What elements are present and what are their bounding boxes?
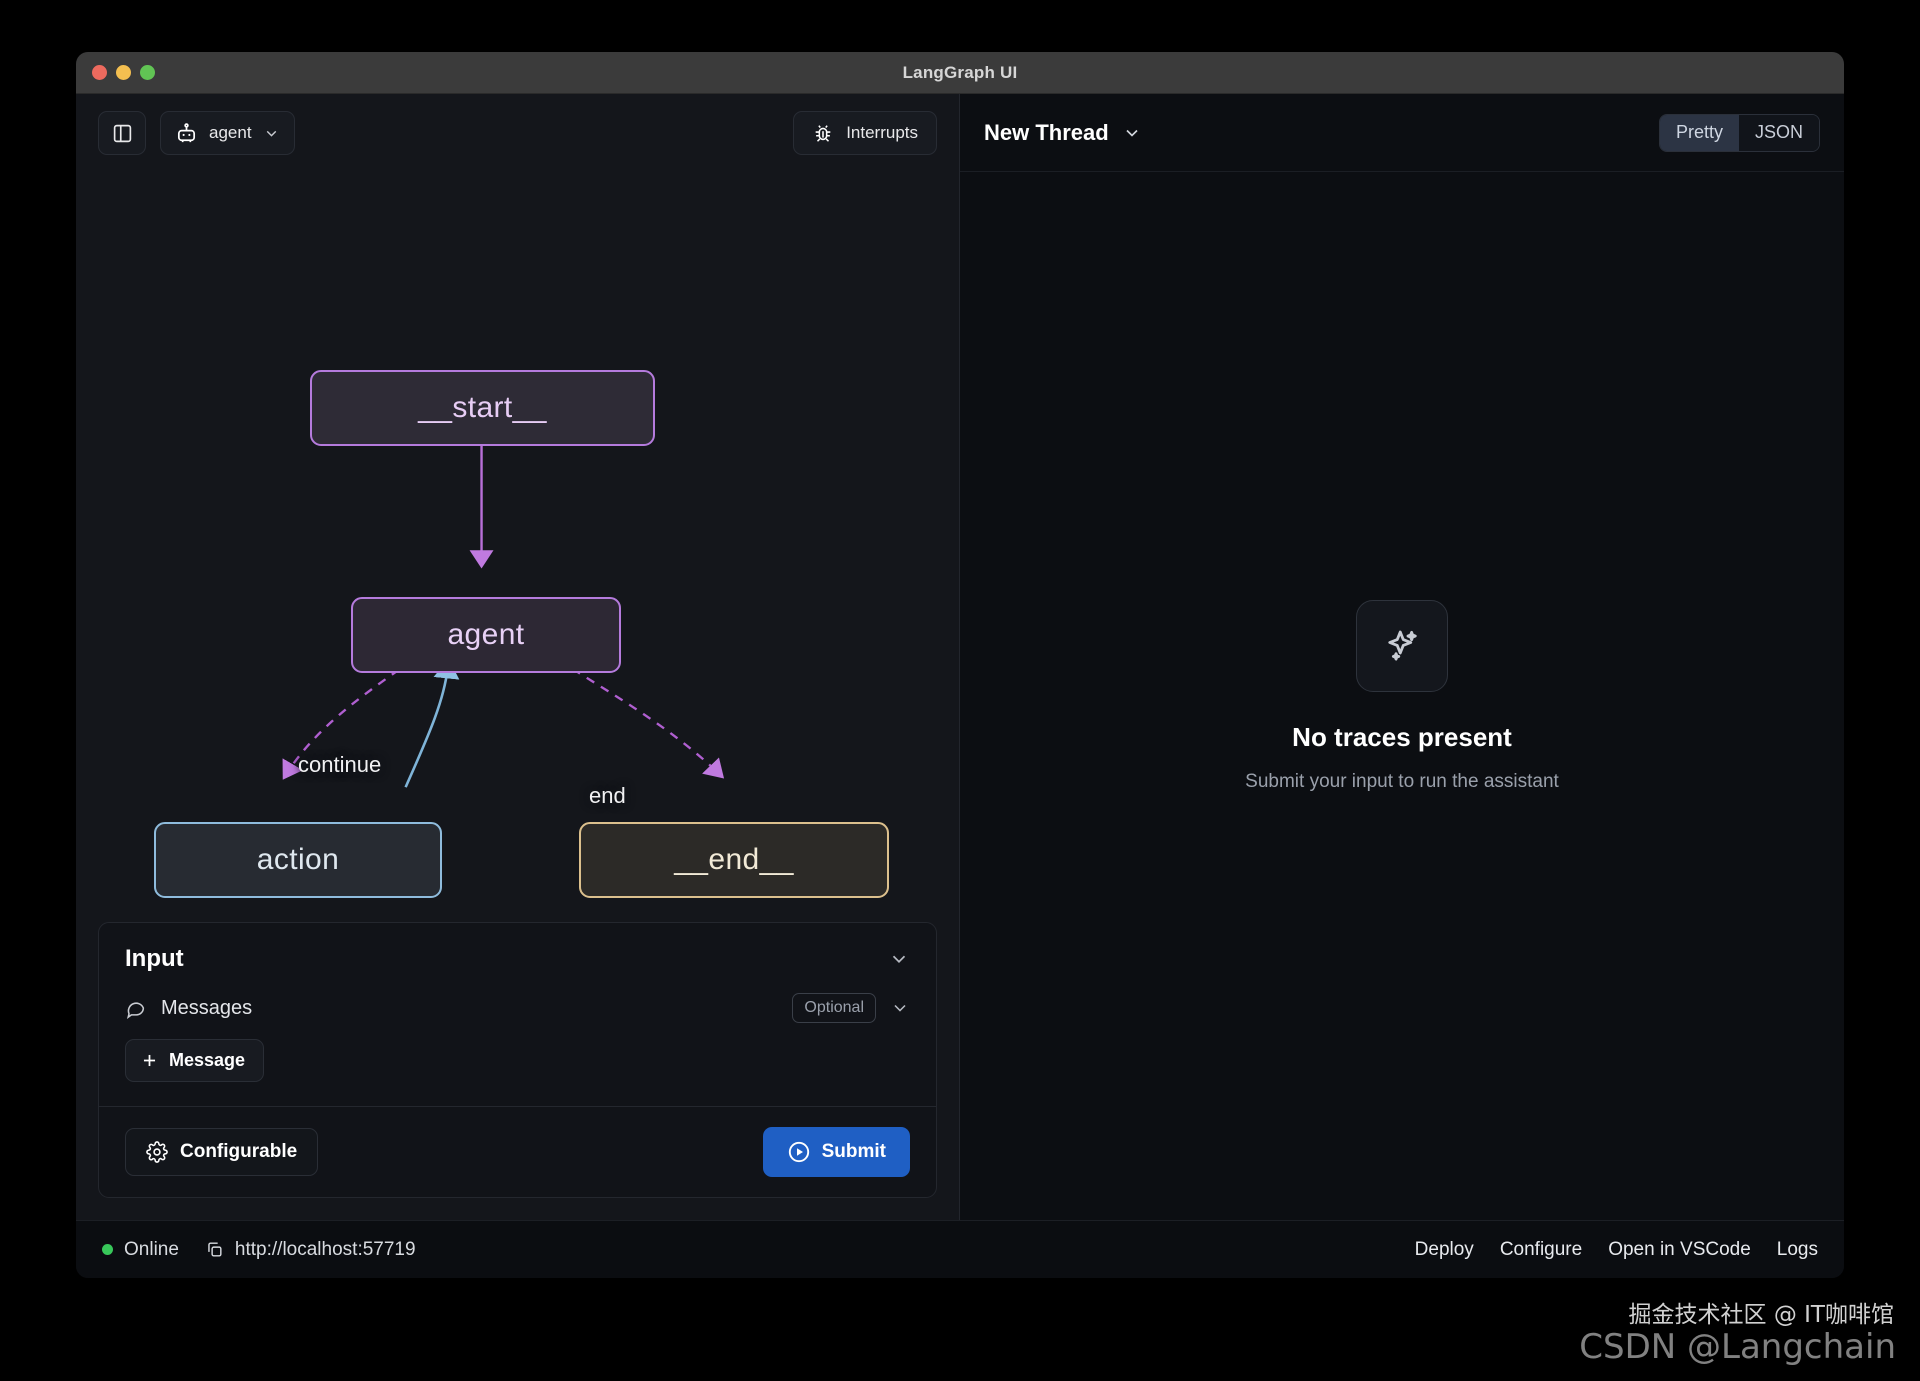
- open-in-vscode-link[interactable]: Open in VSCode: [1608, 1238, 1751, 1260]
- graph-node-label: action: [256, 843, 340, 876]
- messages-field-controls: Optional: [792, 993, 910, 1023]
- watermark-primary: 掘金技术社区 @ IT咖啡馆: [1628, 1302, 1894, 1328]
- graph-node-agent[interactable]: agent: [351, 597, 621, 673]
- logs-link[interactable]: Logs: [1776, 1238, 1818, 1260]
- optional-badge: Optional: [792, 993, 876, 1023]
- input-panel: Input Messages Optiona: [98, 922, 937, 1198]
- graph-toolbar: agent: [76, 94, 959, 172]
- empty-state-title: No traces present: [1292, 721, 1512, 752]
- chevron-down-icon: [263, 125, 280, 142]
- minimize-window-button[interactable]: [116, 65, 131, 80]
- bug-icon: [812, 122, 834, 144]
- input-panel-title: Input: [125, 945, 184, 972]
- add-message-label: Message: [169, 1050, 246, 1070]
- interrupts-label: Interrupts: [846, 123, 918, 142]
- copy-icon[interactable]: [205, 1240, 224, 1259]
- graph-node-label: __end__: [674, 843, 794, 876]
- graph-node-action[interactable]: action: [154, 822, 442, 898]
- status-bar: Online http://localhost:57719 Deploy Con…: [76, 1220, 1844, 1278]
- input-panel-header[interactable]: Input: [99, 923, 936, 987]
- submit-button[interactable]: Submit: [762, 1127, 910, 1177]
- message-bubble-icon: [125, 997, 147, 1019]
- add-message-wrap: Message: [99, 1027, 936, 1106]
- trace-pane: New Thread Pretty JSON: [960, 94, 1844, 1220]
- chevron-down-icon: [1122, 123, 1142, 143]
- configurable-button[interactable]: Configurable: [125, 1128, 319, 1176]
- watermark-secondary: CSDN @Langchain: [1579, 1327, 1896, 1367]
- sidebar-toggle-button[interactable]: [98, 111, 146, 155]
- graph-pane: agent: [76, 94, 960, 1220]
- server-status: Online: [102, 1239, 179, 1261]
- view-mode-json[interactable]: JSON: [1738, 114, 1819, 151]
- edge-label-end: end: [589, 783, 626, 808]
- graph-node-label: __start__: [418, 391, 547, 424]
- assistant-selector[interactable]: agent: [160, 111, 295, 155]
- sparkles-icon: [1381, 625, 1423, 667]
- maximize-window-button[interactable]: [140, 65, 155, 80]
- view-mode-toggle[interactable]: Pretty JSON: [1658, 113, 1820, 152]
- messages-field-label: Messages: [161, 996, 253, 1019]
- status-bar-links: Deploy Configure Open in VSCode Logs: [1415, 1239, 1818, 1261]
- assistant-label: agent: [209, 123, 252, 142]
- configure-link[interactable]: Configure: [1499, 1238, 1583, 1260]
- input-card-divider: [99, 1106, 936, 1107]
- graph-canvas[interactable]: __start__ agent action __end__ continue …: [76, 172, 959, 922]
- status-dot-online-icon: [102, 1244, 113, 1255]
- empty-state-subtitle: Submit your input to run the assistant: [1245, 770, 1559, 792]
- server-url[interactable]: http://localhost:57719: [205, 1239, 416, 1261]
- play-circle-icon: [787, 1140, 811, 1164]
- edge-label-continue: continue: [298, 752, 382, 777]
- trace-empty-state: No traces present Submit your input to r…: [960, 172, 1844, 1220]
- submit-label: Submit: [821, 1141, 886, 1162]
- configurable-label: Configurable: [180, 1141, 298, 1162]
- messages-field-row: Messages Optional: [99, 987, 936, 1027]
- chevron-down-icon[interactable]: [890, 998, 910, 1018]
- trace-pane-header: New Thread Pretty JSON: [960, 94, 1844, 172]
- plus-icon: [140, 1051, 159, 1070]
- gear-icon: [146, 1141, 168, 1163]
- panel-left-icon: [112, 123, 133, 144]
- window-title: LangGraph UI: [902, 62, 1018, 82]
- deploy-link[interactable]: Deploy: [1414, 1238, 1474, 1260]
- traffic-lights: [92, 65, 155, 80]
- server-status-label: Online: [124, 1238, 179, 1260]
- bot-icon: [175, 122, 198, 145]
- window-titlebar: LangGraph UI: [76, 52, 1844, 94]
- add-message-button[interactable]: Message: [125, 1039, 265, 1082]
- thread-label: New Thread: [984, 119, 1109, 145]
- graph-node-end[interactable]: __end__: [579, 822, 889, 898]
- thread-selector[interactable]: New Thread: [984, 120, 1142, 146]
- graph-node-label: agent: [447, 618, 525, 651]
- close-window-button[interactable]: [92, 65, 107, 80]
- input-card-footer: Configurable Submit: [99, 1107, 936, 1197]
- view-mode-pretty[interactable]: Pretty: [1659, 114, 1739, 151]
- sparkles-icon-container: [1356, 599, 1448, 692]
- graph-edges: [282, 434, 725, 788]
- graph-node-start[interactable]: __start__: [310, 370, 655, 446]
- interrupts-button[interactable]: Interrupts: [793, 111, 937, 155]
- app-window: LangGraph UI: [76, 52, 1844, 1278]
- window-body: agent: [76, 94, 1844, 1220]
- server-url-label: http://localhost:57719: [234, 1238, 416, 1260]
- chevron-down-icon[interactable]: [888, 948, 910, 970]
